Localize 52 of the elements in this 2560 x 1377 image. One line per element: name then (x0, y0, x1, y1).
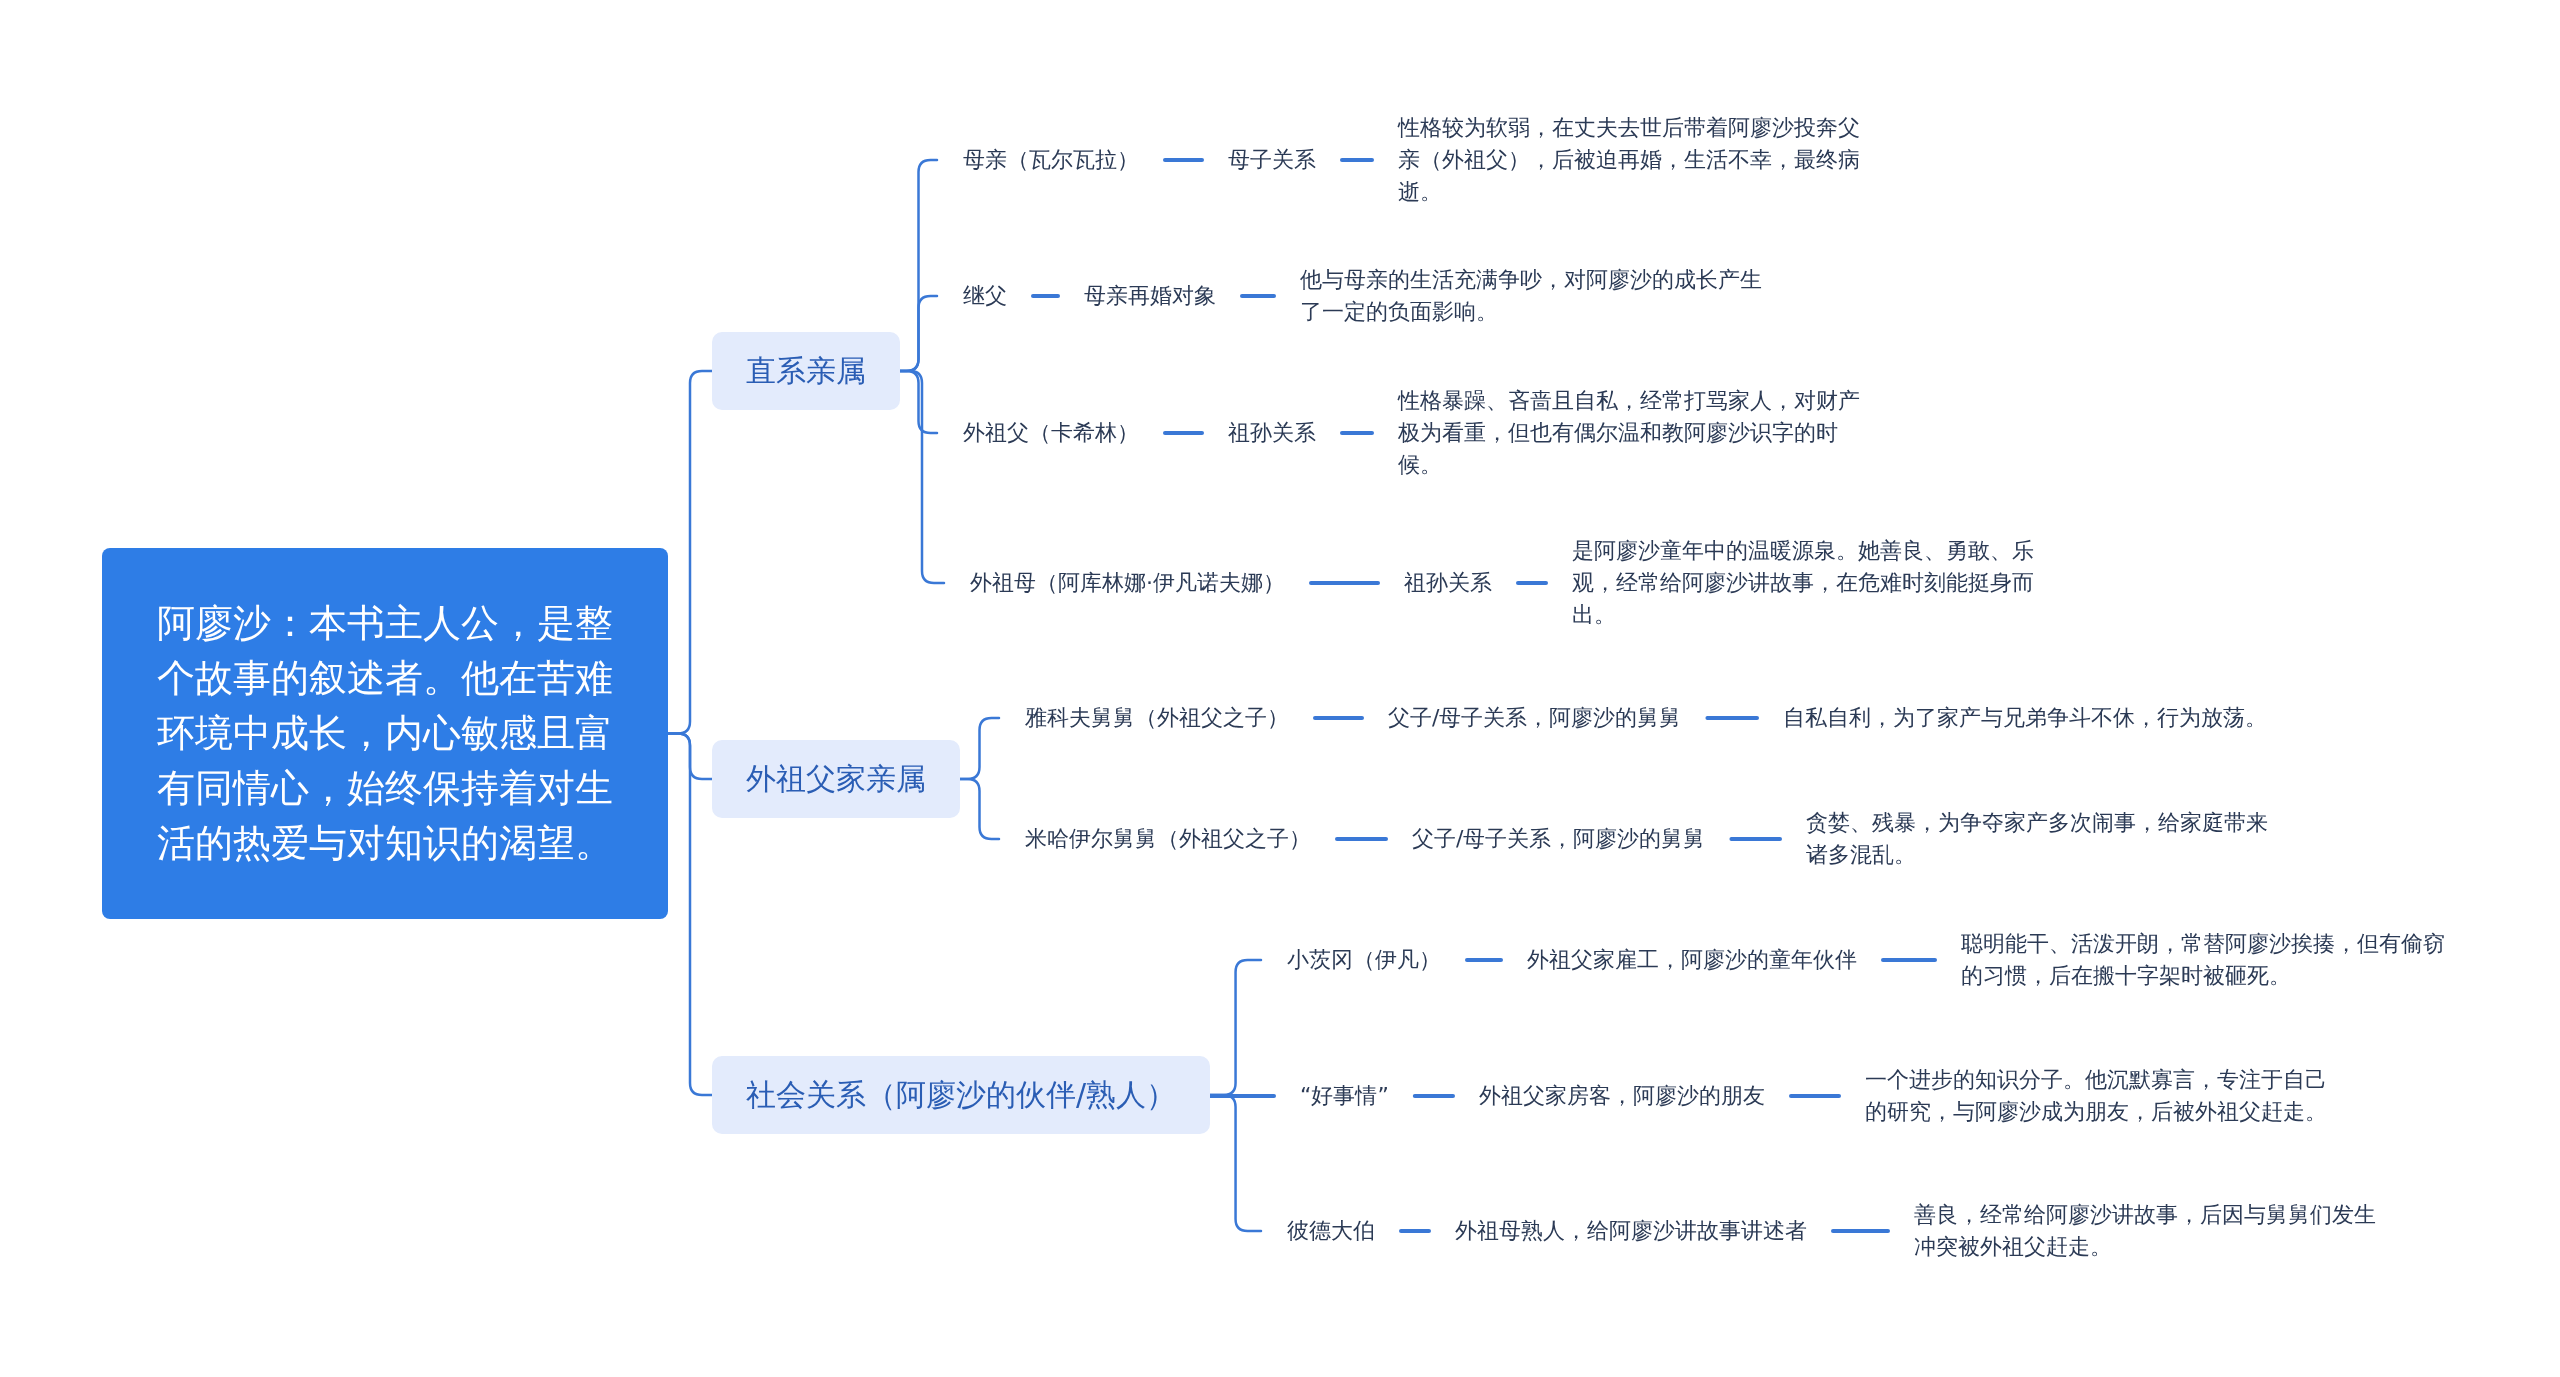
connector-line (1705, 716, 1759, 720)
description-text: 他与母亲的生活充满争吵，对阿廖沙的成长产生了一定的负面影响。 (1274, 264, 1804, 328)
connector-line (898, 369, 946, 585)
connector-line (1516, 581, 1548, 585)
topic-box: 阿廖沙：本书主人公，是整个故事的叙述者。他在苦难环境中成长，内心敏感且富有同情心，始终保持着对生活的热爱与对知识的渴望。 (102, 548, 668, 919)
description-text: 性格暴躁、吝啬且自私，经常打骂家人，对财产极为看重，但也有偶尔温和教阿廖沙识字的时候。 (1372, 385, 1902, 481)
connector-line (1340, 158, 1374, 162)
description-text: 一个进步的知识分子。他沉默寡言，专注于自己的研究，与阿廖沙成为朋友，后被外祖父赶走。 (1839, 1064, 2369, 1128)
person-label: 母亲（瓦尔瓦拉） (937, 144, 1165, 176)
description-text: 聪明能干、活泼开朗，常替阿廖沙挨揍，但有偷窃的习惯，后在搬十字架时被砸死。 (1935, 928, 2475, 992)
person-label: “好事情” (1274, 1080, 1415, 1112)
connector-line (1240, 294, 1276, 298)
person-label: 米哈伊尔舅舅（外祖父之子） (999, 823, 1337, 855)
person-label: 彼德大伯 (1261, 1215, 1401, 1247)
connector-line (1399, 1229, 1431, 1233)
relation-label: 祖孙关系 (1202, 417, 1342, 449)
relation-label: 父子/母子关系，阿廖沙的舅舅 (1386, 823, 1732, 855)
connector-line (1340, 431, 1374, 435)
connector-line (1309, 581, 1380, 585)
connector-line (1313, 716, 1364, 720)
description-text: 是阿廖沙童年中的温暖源泉。她善良、勇敢、乐观，经常给阿廖沙讲故事，在危难时刻能挺身而出。 (1546, 535, 2076, 631)
person-label: 外祖父（卡希林） (937, 417, 1165, 449)
relation-label: 外祖父家雇工，阿廖沙的童年伙伴 (1501, 944, 1883, 976)
connector-line (1163, 431, 1204, 435)
relation-label: 外祖母熟人，给阿廖沙讲故事讲述者 (1429, 1215, 1833, 1247)
relation-label: 母子关系 (1202, 144, 1342, 176)
person-label: 小茨冈（伊凡） (1261, 944, 1467, 976)
connector-line (958, 777, 1001, 841)
description-text: 贪婪、残暴，为争夺家产多次闹事，给家庭带来诸多混乱。 (1780, 807, 2310, 871)
connector-line (1789, 1094, 1841, 1098)
person-label: 继父 (937, 280, 1033, 312)
connector-line (1163, 158, 1204, 162)
connector-line (666, 732, 714, 1097)
connector-line (1412, 1094, 1455, 1098)
relation-label: 祖孙关系 (1378, 567, 1518, 599)
connector-line (1881, 958, 1937, 962)
description-text: 自私自利，为了家产与兄弟争斗不休，行为放荡。 (1757, 702, 2297, 734)
description-text: 善良，经常给阿廖沙讲故事，后因与舅舅们发生冲突被外祖父赶走。 (1888, 1199, 2418, 1263)
category-box: 外祖父家亲属 (712, 740, 960, 818)
connector-line (1465, 958, 1503, 962)
connector-line (1335, 837, 1388, 841)
category-box: 直系亲属 (712, 332, 900, 410)
relation-label: 母亲再婚对象 (1058, 280, 1242, 312)
relation-label: 父子/母子关系，阿廖沙的舅舅 (1362, 702, 1708, 734)
description-text: 性格较为软弱，在丈夫去世后带着阿廖沙投奔父亲（外祖父），后被迫再婚，生活不幸，最终病逝。 (1372, 112, 1902, 208)
person-label: 雅科夫舅舅（外祖父之子） (999, 702, 1315, 734)
connector-line (1031, 294, 1060, 298)
person-label: 外祖母（阿库林娜·伊凡诺夫娜） (944, 567, 1311, 599)
connector-line (1831, 1229, 1890, 1233)
connector-line (1729, 837, 1782, 841)
relation-label: 外祖父家房客，阿廖沙的朋友 (1453, 1080, 1791, 1112)
category-box: 社会关系（阿廖沙的伙伴/熟人） (712, 1056, 1211, 1134)
